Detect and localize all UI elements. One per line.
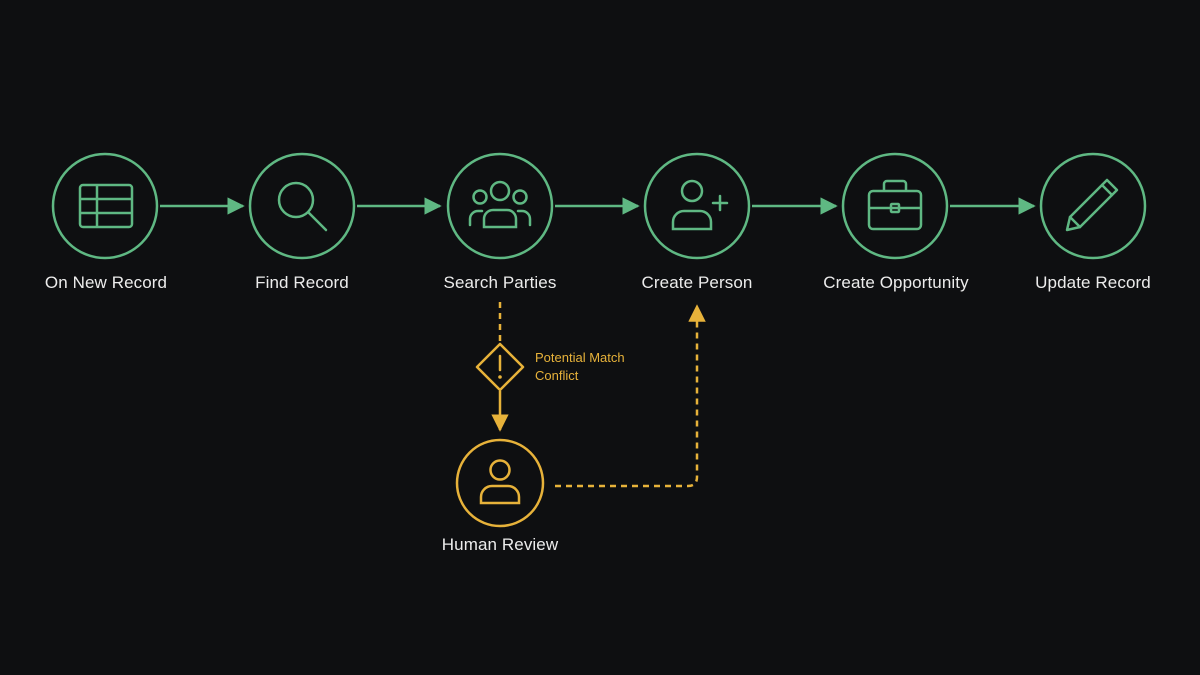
step-on-new-record[interactable] bbox=[51, 152, 159, 260]
step-human-review[interactable] bbox=[455, 438, 545, 528]
step-update-record[interactable] bbox=[1039, 152, 1147, 260]
step-label-search-parties: Search Parties bbox=[443, 273, 557, 292]
step-search-parties[interactable] bbox=[446, 152, 554, 260]
pencil-icon bbox=[1065, 178, 1119, 232]
step-create-person[interactable] bbox=[643, 152, 751, 260]
warning-diamond-icon bbox=[475, 342, 525, 392]
users-icon bbox=[468, 180, 532, 229]
table-icon bbox=[78, 183, 134, 229]
branch-connectors bbox=[491, 302, 706, 488]
step-create-opportunity[interactable] bbox=[841, 152, 949, 260]
warning-label-line-2: Conflict bbox=[535, 368, 579, 383]
warning-label: Potential Match Conflict bbox=[535, 349, 625, 385]
search-icon bbox=[277, 181, 328, 232]
branch-line-to-create-person bbox=[555, 304, 706, 488]
step-label-create-opportunity: Create Opportunity bbox=[823, 273, 969, 292]
briefcase-icon bbox=[867, 179, 923, 231]
warning-label-line-1: Potential Match bbox=[535, 350, 625, 365]
user-add-icon bbox=[671, 179, 729, 231]
step-label-create-person: Create Person bbox=[641, 273, 753, 292]
step-label-find-record: Find Record bbox=[255, 273, 349, 292]
person-icon bbox=[479, 459, 521, 505]
step-find-record[interactable] bbox=[248, 152, 356, 260]
step-label-on-new-record: On New Record bbox=[44, 273, 168, 292]
step-label-update-record: Update Record bbox=[1035, 273, 1151, 292]
human-review-label: Human Review bbox=[441, 535, 559, 554]
